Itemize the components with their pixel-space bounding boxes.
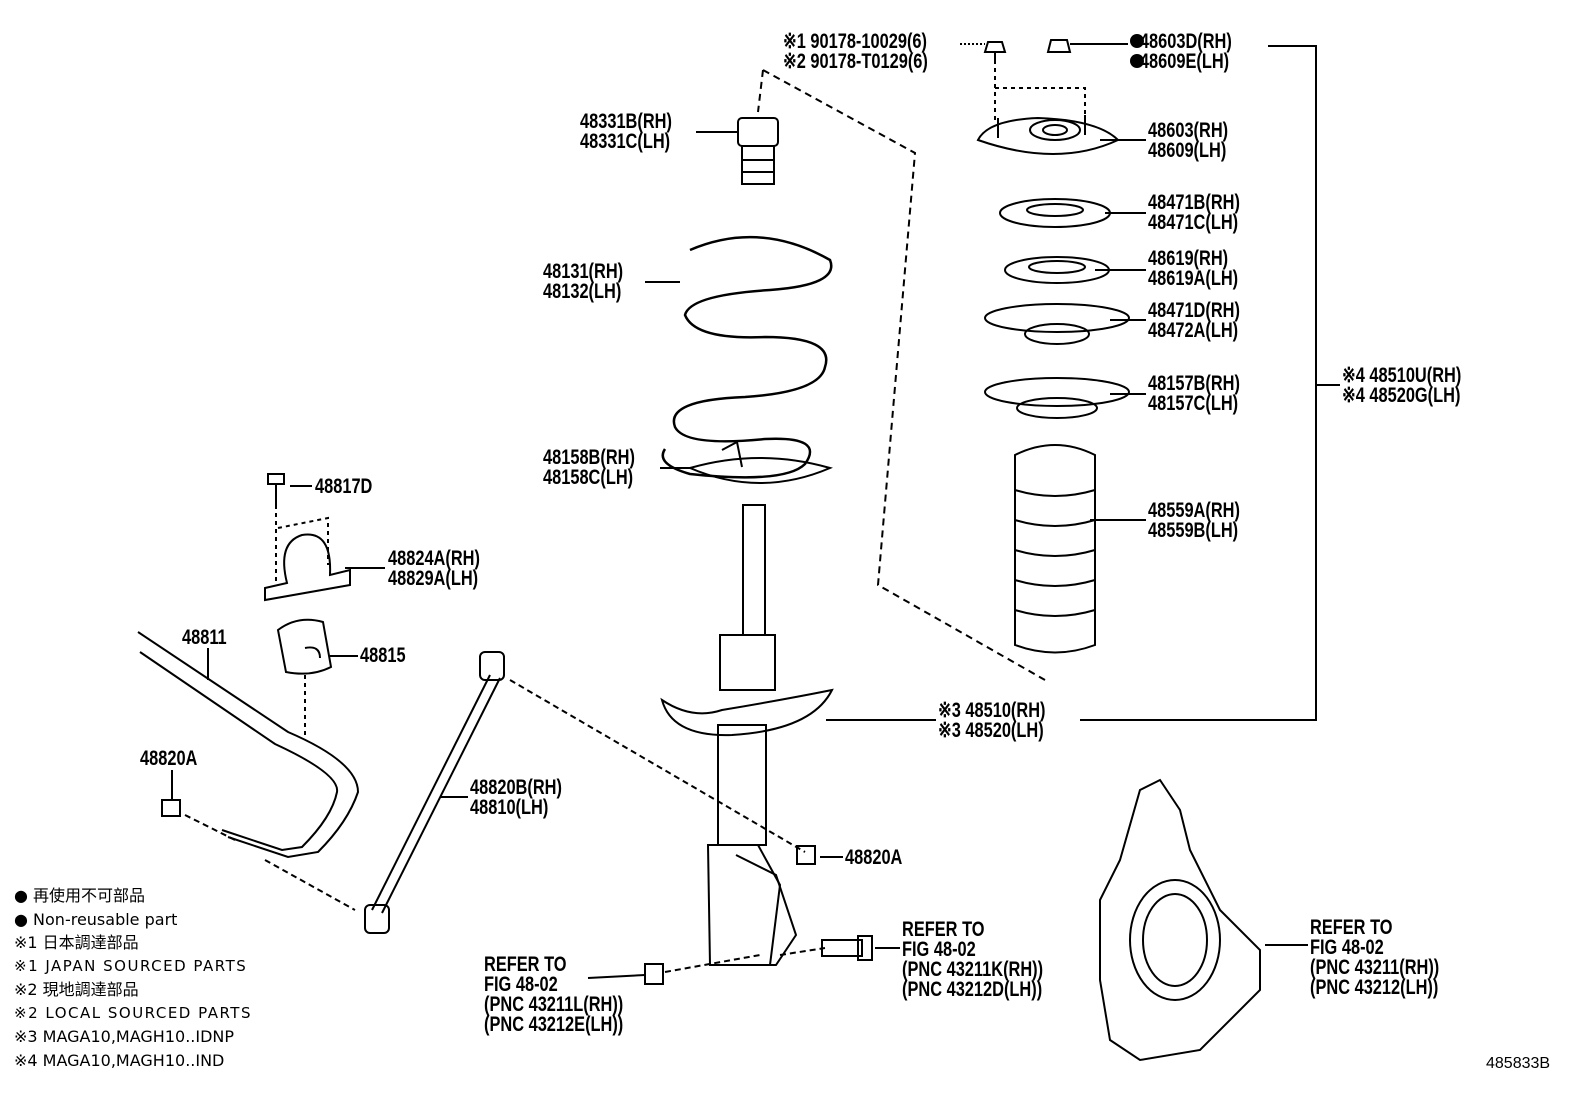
bolt-icon	[821, 935, 873, 961]
illustration-code: 485833B	[1486, 1055, 1551, 1072]
label-coil-spring: 48131(RH)48132(LH)	[543, 260, 624, 303]
upper-insulator-icon	[984, 303, 1130, 345]
label-shock-absorber: ※3 48510(RH)※3 48520(LH)	[938, 699, 1046, 742]
nut-icon	[161, 799, 181, 817]
lower-insulator-icon	[687, 440, 833, 484]
shock-absorber-icon	[660, 504, 834, 966]
legend-item: ※1 日本調達部品	[14, 933, 139, 952]
label-stabilizer-bar: 48811	[182, 626, 227, 649]
flange-nut-icon	[1046, 39, 1072, 53]
label-top-nut: ●48603D(RH)●48609E(LH)	[1130, 30, 1232, 73]
label-spacer: 48619(RH)48619A(LH)	[1148, 247, 1239, 290]
label-nut-right: 48820A	[845, 846, 903, 869]
label-upper-insulator: 48471D(RH)48472A(LH)	[1148, 299, 1240, 342]
label-strut-assembly: ※4 48510U(RH)※4 48520G(LH)	[1342, 364, 1462, 407]
steering-knuckle-icon	[1099, 778, 1261, 1062]
legend-item: ※3 MAGA10,MAGH10..IDNP	[14, 1027, 235, 1046]
legend-item: ● Non-reusable part	[14, 909, 178, 929]
label-bushing: 48815	[360, 644, 406, 667]
bearing-icon	[999, 198, 1111, 228]
spring-seat-icon	[984, 377, 1130, 419]
label-upper-support: 48603(RH)48609(LH)	[1148, 119, 1229, 162]
label-dust-boot: 48559A(RH)48559B(LH)	[1148, 499, 1240, 542]
bushing-icon	[276, 618, 333, 675]
dust-boot-icon	[1014, 444, 1096, 654]
stabilizer-link-icon	[364, 651, 505, 934]
legend-item: ※4 MAGA10,MAGH10..IND	[14, 1050, 225, 1070]
legend: ● 再使用不可部品 ● Non-reusable part ※1 日本調達部品 …	[14, 884, 252, 1072]
label-bearing: 48471B(RH)48471C(LH)	[1148, 191, 1240, 234]
stabilizer-bar-icon	[137, 631, 360, 859]
bracket-icon	[264, 533, 351, 602]
label-bolt: 48817D	[315, 475, 373, 498]
spacer-icon	[1004, 256, 1110, 284]
bump-stop-icon	[737, 117, 779, 185]
flange-nut-icon	[983, 41, 1007, 62]
label-bracket: 48824A(RH)48829A(LH)	[388, 547, 480, 590]
legend-item: ※2 現地調達部品	[14, 980, 139, 999]
bolt-icon	[267, 473, 285, 505]
non-reusable-bullet-icon	[1130, 54, 1144, 68]
coil-spring-icon	[661, 235, 833, 479]
label-nut-left: 48820A	[140, 747, 198, 770]
label-bump-stop: 48331B(RH)48331C(LH)	[580, 110, 672, 153]
label-spring-seat: 48157B(RH)48157C(LH)	[1148, 372, 1240, 415]
legend-item: ● 再使用不可部品	[14, 886, 146, 905]
nut-icon	[644, 963, 664, 985]
non-reusable-bullet-icon	[1130, 34, 1144, 48]
nut-icon	[796, 845, 816, 865]
label-clip-nut: ※1 90178-10029(6)※2 90178-T0129(6)	[783, 30, 928, 73]
upper-support-icon	[976, 115, 1120, 155]
legend-item: ※2 LOCAL SOURCED PARTS	[14, 1003, 252, 1022]
legend-item: ※1 JAPAN SOURCED PARTS	[14, 956, 248, 975]
label-stabilizer-link: 48820B(RH)48810(LH)	[470, 776, 562, 819]
label-lower-insulator: 48158B(RH)48158C(LH)	[543, 446, 635, 489]
